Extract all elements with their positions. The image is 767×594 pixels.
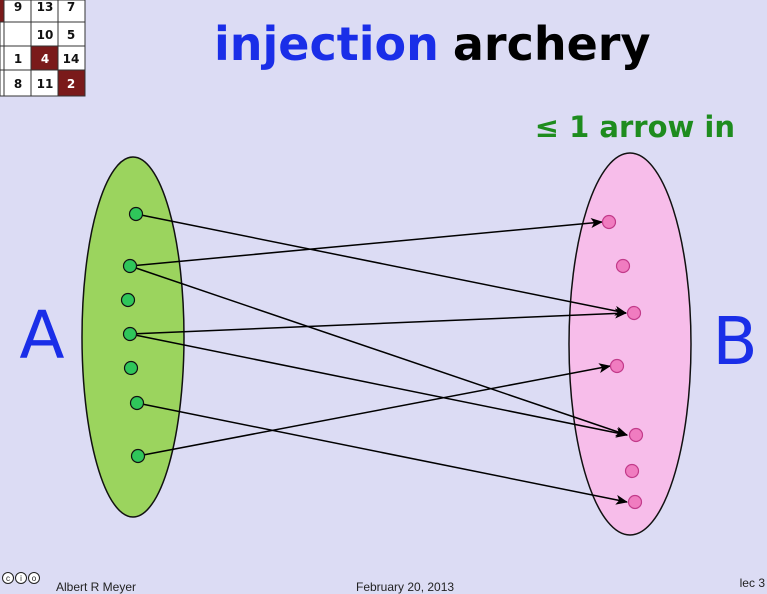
grid-number: 7 <box>67 0 75 14</box>
grid-number: 9 <box>14 0 22 14</box>
set-a-dot <box>120 292 136 308</box>
grid-number: 11 <box>37 77 54 91</box>
set-b-dot <box>624 463 640 479</box>
grid-cell <box>0 0 4 22</box>
footer-author: Albert R Meyer <box>56 580 137 594</box>
puzzle-grid: 9 13 7 10 5 1 4 14 8 11 2 <box>0 0 86 97</box>
by-icon: i <box>15 572 27 584</box>
grid-number: 8 <box>14 77 22 91</box>
grid-cell <box>0 21 5 47</box>
grid-cell <box>3 69 32 97</box>
set-a-dot <box>128 206 144 222</box>
grid-number: 13 <box>37 0 54 14</box>
set-b-elements <box>601 214 644 510</box>
arrow <box>129 308 627 335</box>
set-b-dot <box>627 494 643 510</box>
set-a-dot <box>122 258 138 274</box>
grid-number: 4 <box>41 52 49 66</box>
set-b-dot <box>628 427 644 443</box>
arrow <box>129 218 603 267</box>
set-a-elements <box>120 206 146 464</box>
grid-number: 14 <box>63 52 80 66</box>
grid-empty-cell <box>3 21 32 47</box>
arrow <box>136 402 628 505</box>
footer-date: February 20, 2013 <box>356 580 455 594</box>
set-b-dot <box>615 258 631 274</box>
arrow <box>129 333 628 438</box>
arrow <box>129 265 628 437</box>
grid-cell <box>0 45 5 71</box>
footer-lecture: lec 3 <box>739 576 765 590</box>
set-b-dot <box>626 305 642 321</box>
grid-number: 5 <box>67 28 75 42</box>
cc-icon: c <box>2 572 14 584</box>
title-word-archery: archery <box>453 17 651 71</box>
slide-title: injection archery <box>214 17 650 71</box>
grid-cell <box>0 69 5 97</box>
grid-number: 10 <box>37 28 54 42</box>
set-a-label: A <box>19 297 64 374</box>
set-b-dot <box>609 358 625 374</box>
set-a-dot <box>129 395 145 411</box>
grid-number: 2 <box>67 77 75 91</box>
cc-license-icon: c i o <box>2 572 40 584</box>
grid-cell <box>30 21 59 47</box>
set-b-label: B <box>712 303 757 380</box>
title-word-injection: injection <box>214 17 439 71</box>
arrow <box>135 213 627 316</box>
grid-dark-cell <box>57 69 86 97</box>
grid-number: 1 <box>14 52 22 66</box>
slide-subtitle: ≤ 1 arrow in <box>535 110 735 144</box>
arrow <box>137 363 611 457</box>
arrow-group <box>129 213 628 505</box>
slide-footer: c i o Albert R Meyer February 20, 2013 l… <box>0 570 767 594</box>
set-a-dot <box>123 360 139 376</box>
set-a-dot <box>130 448 146 464</box>
sa-icon: o <box>28 572 40 584</box>
set-a-dot <box>122 326 138 342</box>
set-b-ellipse <box>568 152 692 536</box>
set-b-dot <box>601 214 617 230</box>
grid-cell <box>30 69 59 97</box>
